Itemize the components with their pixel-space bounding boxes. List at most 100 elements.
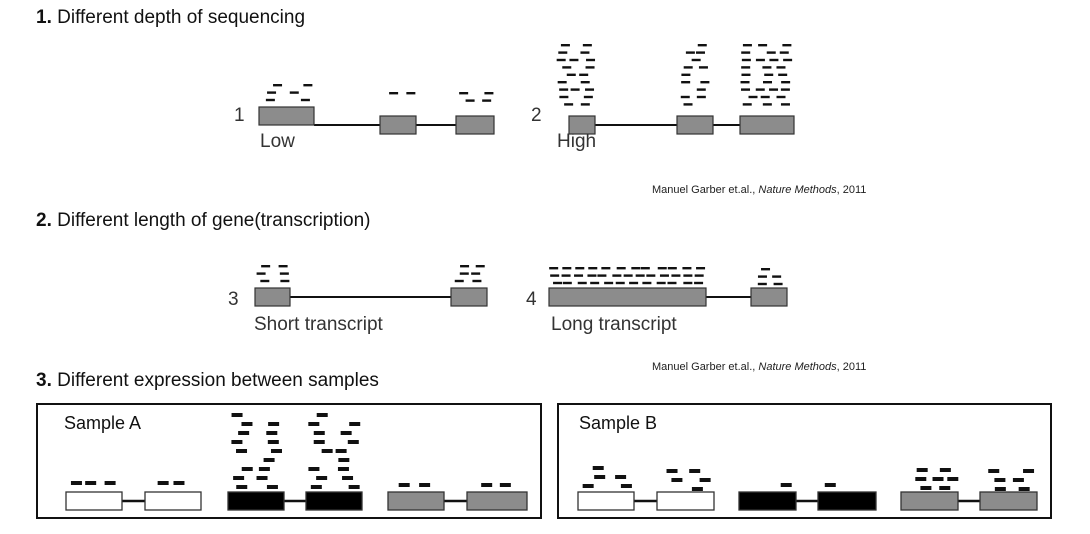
sequencing-read: [666, 469, 678, 473]
sequencing-read: [915, 477, 927, 481]
sequencing-read: [273, 84, 283, 87]
sequencing-read: [580, 103, 590, 106]
sequencing-read: [698, 66, 708, 69]
exon-block: [656, 491, 715, 511]
sequencing-read: [766, 51, 776, 54]
section-1-title: Different depth of sequencing: [57, 7, 306, 28]
sequencing-read: [776, 95, 786, 99]
sequencing-read: [780, 483, 792, 487]
sequencing-read: [671, 274, 681, 277]
section-2-heading: 2. Different length of gene(transcriptio…: [36, 210, 370, 232]
exon-block: [817, 491, 877, 511]
sequencing-read: [680, 95, 690, 99]
sample-b-label: Sample B: [579, 413, 658, 433]
sequencing-read: [920, 486, 932, 490]
sequencing-read: [300, 98, 310, 102]
sequencing-read: [683, 274, 693, 277]
sequencing-read: [231, 440, 243, 444]
sequencing-read: [557, 81, 567, 84]
sequencing-read: [740, 81, 750, 84]
sequencing-read: [104, 481, 116, 485]
citation-1-author: Manuel Garber et.al.,: [652, 184, 759, 196]
example-1-label: Low: [260, 131, 295, 152]
sequencing-read: [236, 485, 248, 489]
sequencing-read: [348, 485, 360, 489]
sequencing-read: [689, 469, 701, 473]
sequencing-read: [932, 477, 944, 481]
sequencing-read: [586, 58, 596, 62]
sequencing-read: [781, 81, 791, 84]
sequencing-read: [695, 51, 705, 54]
sequencing-read: [640, 267, 650, 270]
sequencing-read: [559, 88, 569, 91]
sequencing-read: [316, 476, 328, 480]
sequencing-read: [594, 475, 606, 479]
sequencing-read: [266, 485, 278, 489]
sequencing-read: [760, 95, 770, 99]
sequencing-read: [338, 458, 350, 462]
sequencing-read: [580, 51, 590, 54]
sequencing-read: [629, 281, 639, 285]
sequencing-read: [604, 281, 614, 285]
example-3-number: 3: [228, 289, 239, 310]
sequencing-read: [696, 267, 706, 270]
citation-1-journal: Nature Methods: [758, 184, 837, 196]
sequencing-read: [757, 275, 767, 278]
sequencing-read: [772, 275, 782, 278]
sequencing-read: [741, 66, 751, 69]
sequencing-read: [748, 95, 758, 99]
sequencing-read: [471, 272, 481, 275]
exon-block: [577, 491, 635, 511]
sequencing-read: [824, 483, 836, 487]
sequencing-read: [779, 51, 789, 54]
sequencing-read: [460, 265, 470, 268]
sequencing-read: [1012, 478, 1024, 482]
sequencing-read: [70, 481, 82, 485]
sequencing-read: [256, 272, 266, 275]
sequencing-read: [667, 267, 677, 270]
sequencing-read: [778, 73, 788, 76]
sequencing-read: [685, 51, 695, 54]
sequencing-read: [697, 44, 707, 47]
sequencing-read: [681, 73, 691, 76]
sequencing-read: [337, 467, 349, 471]
section-3-heading: 3. Different expression between samples: [36, 370, 379, 392]
sequencing-read: [769, 88, 779, 91]
sequencing-read: [947, 477, 959, 481]
sequencing-read: [238, 431, 250, 435]
sequencing-read: [582, 44, 592, 47]
sequencing-read: [939, 486, 951, 490]
exon-block: [65, 491, 123, 511]
sequencing-read: [482, 99, 492, 102]
sequencing-read: [683, 66, 693, 69]
sample-b-box: [557, 403, 1052, 519]
sequencing-read: [459, 92, 469, 95]
sequencing-read: [279, 272, 289, 275]
sequencing-read: [585, 88, 595, 91]
sequencing-read: [558, 51, 568, 54]
section-3-number: 3.: [36, 370, 52, 391]
example-1-number: 1: [234, 105, 245, 126]
sequencing-read: [553, 281, 563, 285]
sample-a-label: Sample A: [64, 413, 142, 433]
sequencing-read: [659, 274, 669, 277]
sequencing-read: [258, 467, 270, 471]
example-4-number: 4: [526, 289, 537, 310]
sequencing-read: [569, 58, 579, 62]
sequencing-read: [691, 58, 701, 62]
sequencing-read: [562, 66, 572, 69]
sequencing-read: [570, 88, 580, 91]
example-2-label: High: [557, 131, 597, 152]
sequencing-read: [267, 91, 277, 94]
sequencing-read: [683, 103, 693, 106]
sequencing-read: [335, 449, 347, 453]
exon-block: [254, 287, 291, 307]
sequencing-read: [577, 281, 587, 285]
sequencing-read: [266, 431, 278, 435]
sequencing-read: [1018, 487, 1030, 491]
exon-block: [739, 115, 795, 135]
sequencing-read: [780, 103, 790, 106]
citation-2: Manuel Garber et.al., Nature Methods, 20…: [652, 361, 866, 373]
sequencing-read: [758, 44, 768, 47]
sequencing-read: [85, 481, 97, 485]
